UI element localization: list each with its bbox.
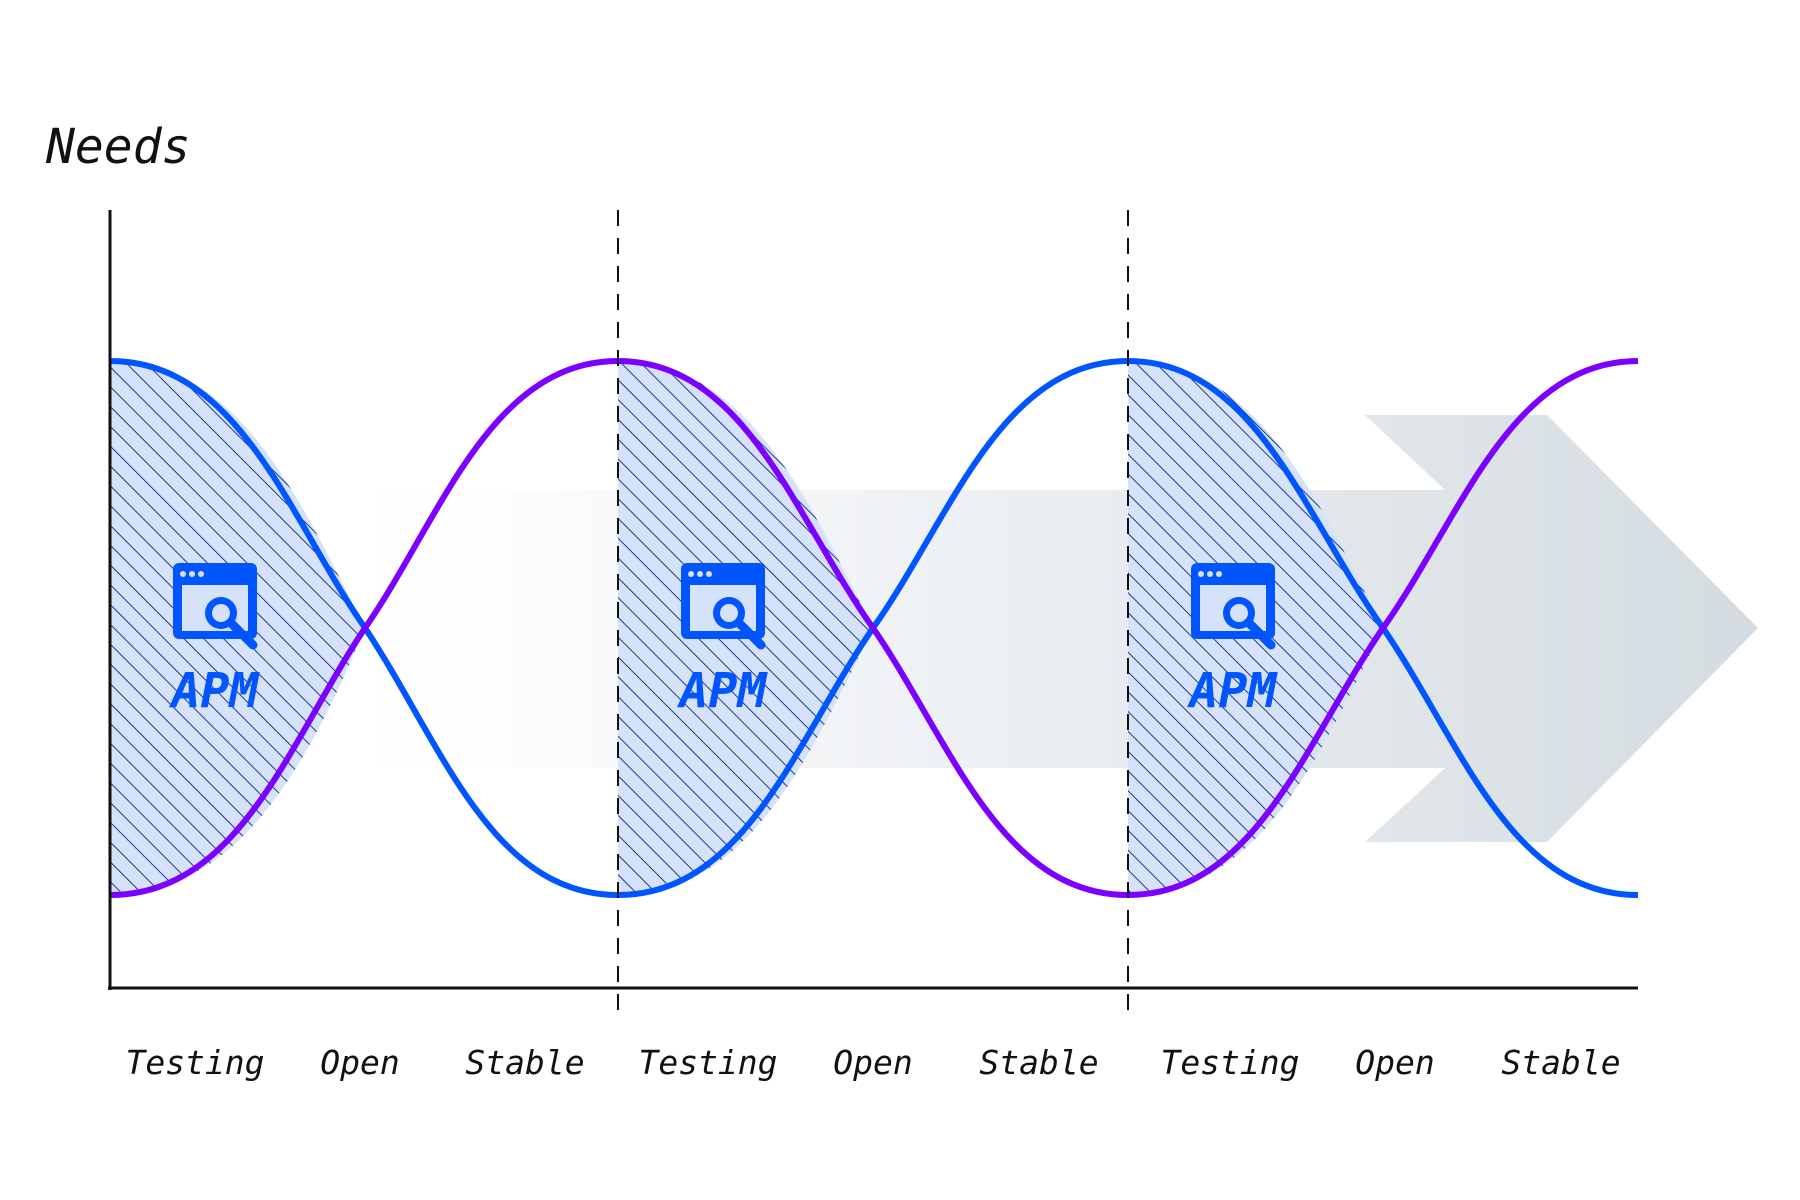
purple-wave [109, 357, 1639, 899]
apm-block-2: APM [677, 563, 769, 719]
phase-label-open: Open [833, 1043, 912, 1082]
phase-label-stable: Stable [1501, 1043, 1620, 1082]
apm-label: APM [169, 663, 261, 719]
apm-monitor-icon [173, 563, 258, 650]
apm-label: APM [677, 663, 769, 719]
y-axis-label: Needs [45, 119, 191, 175]
phase-label-testing: Testing [638, 1043, 777, 1082]
apm-monitor-icon [1191, 563, 1276, 650]
apm-monitor-icon [681, 563, 766, 650]
phase-label-testing: Testing [125, 1043, 264, 1082]
apm-block-1: APM [169, 563, 261, 719]
progress-arrow [300, 415, 1758, 842]
phase-label-testing: Testing [1160, 1043, 1299, 1082]
phase-label-stable: Stable [465, 1043, 584, 1082]
phase-label-open: Open [320, 1043, 399, 1082]
phase-label-open: Open [1355, 1043, 1434, 1082]
apm-block-3: APM [1187, 563, 1279, 719]
apm-label: APM [1187, 663, 1279, 719]
phase-label-stable: Stable [979, 1043, 1098, 1082]
